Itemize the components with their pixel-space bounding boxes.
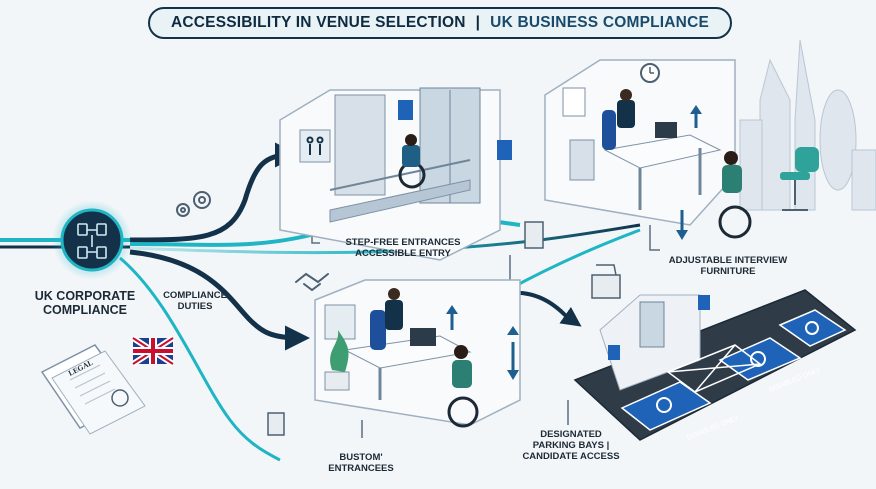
bay-marking: DISABLED ONLY bbox=[686, 415, 740, 442]
wheelchair-user bbox=[718, 151, 752, 239]
wheelchair-user bbox=[398, 134, 426, 189]
handshake-icon bbox=[295, 272, 329, 292]
title-sub: UK BUSINESS COMPLIANCE bbox=[490, 14, 710, 31]
legal-document: LEGAL bbox=[40, 344, 146, 435]
parking-bay bbox=[778, 309, 847, 347]
title-main: ACCESSIBILITY IN VENUE SELECTION bbox=[170, 14, 466, 31]
wheelchair-sign-icon bbox=[497, 140, 512, 160]
label-adjustable-furniture: ADJUSTABLE INTERVIEW FURNITURE bbox=[668, 255, 788, 277]
uk-flag-icon bbox=[131, 335, 175, 367]
label-compliance-duties: COMPLIANCE DUTIES bbox=[163, 290, 227, 312]
office-chair bbox=[780, 147, 819, 211]
label-uk-corporate-compliance: UK CORPORATE COMPLIANCE bbox=[34, 289, 136, 318]
city-skyline bbox=[739, 39, 876, 211]
scene-custom-entrances bbox=[314, 279, 521, 428]
scene-parking-bays: DISABLED ONLY DISABLED ONLY bbox=[573, 289, 857, 442]
wheelchair-sign-icon bbox=[608, 345, 620, 360]
hatched-zone bbox=[666, 344, 762, 393]
label-custom-entrances: BUSTOM' ENTRANCEES bbox=[328, 452, 394, 474]
plant bbox=[324, 330, 350, 391]
wheelchair-sign-icon bbox=[398, 100, 413, 120]
title-separator: | bbox=[475, 14, 481, 31]
wheelchair-sign-icon bbox=[698, 295, 710, 310]
building-icon bbox=[267, 221, 544, 436]
label-step-free-entrances: STEP-FREE ENTRANCES ACCESSIBLE ENTRY bbox=[345, 237, 461, 259]
wheelchair-user bbox=[447, 345, 479, 428]
scene-step-free-entrance bbox=[279, 87, 512, 261]
certificate-icon bbox=[562, 87, 586, 117]
label-parking-bays: DESIGNATED PARKING BAYS | CANDIDATE ACCE… bbox=[522, 429, 620, 462]
page-title: ACCESSIBILITY IN VENUE SELECTION | UK BU… bbox=[148, 7, 732, 39]
clock-icon bbox=[640, 63, 660, 83]
parking-bay bbox=[620, 381, 712, 431]
folder-icon bbox=[591, 264, 621, 299]
hub-network-icon bbox=[52, 200, 132, 280]
toilet-sign-icon bbox=[306, 136, 324, 155]
adjust-arrow bbox=[676, 105, 702, 240]
scene-adjustable-furniture bbox=[544, 59, 819, 240]
adjust-arrow bbox=[446, 305, 519, 380]
gear-icon bbox=[176, 191, 211, 217]
